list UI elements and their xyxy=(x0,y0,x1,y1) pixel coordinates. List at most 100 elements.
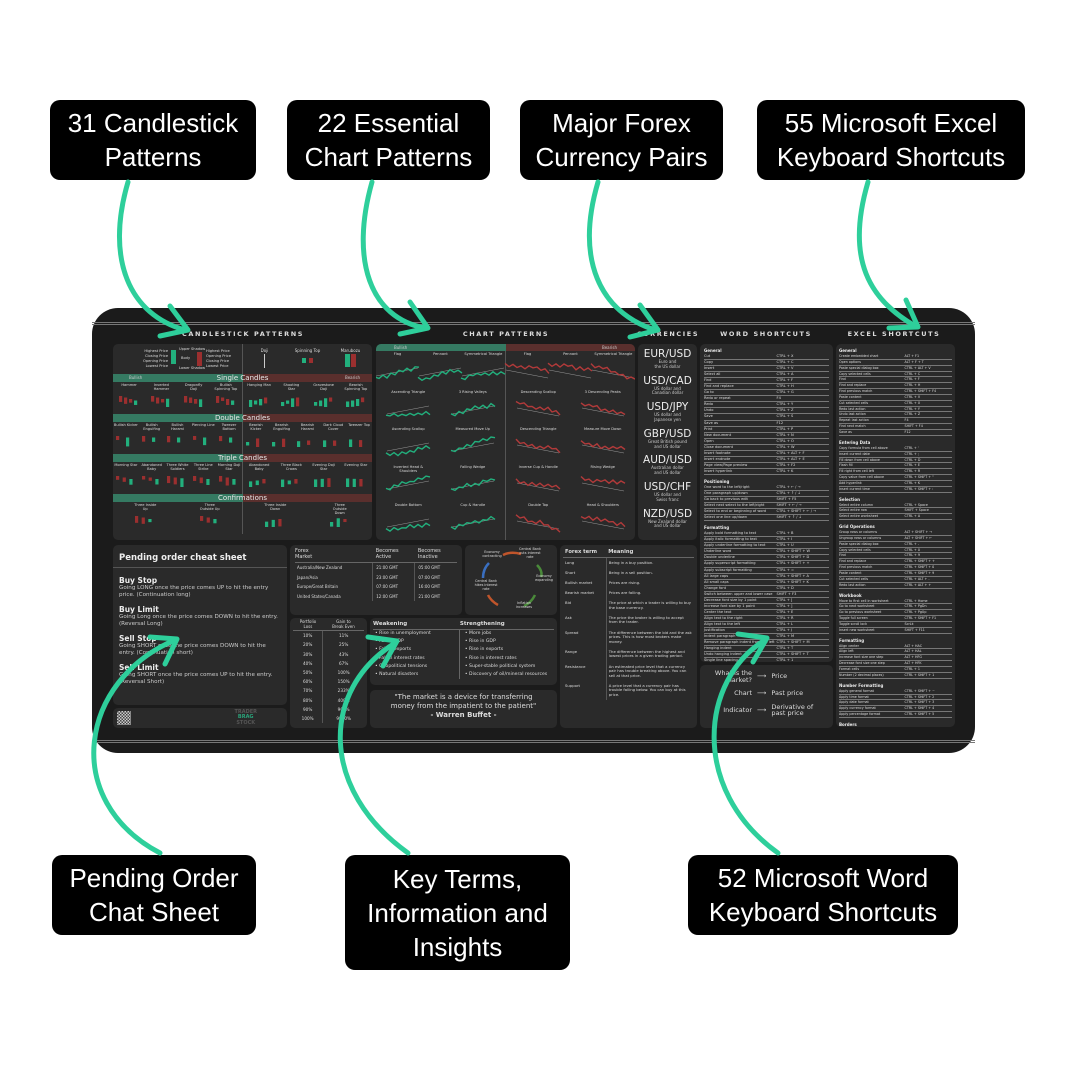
cycle-arrows xyxy=(481,551,543,608)
chart-pattern-name: Measure Move Down xyxy=(584,427,622,432)
shortcut-keys: CTRL + 1 xyxy=(776,658,794,662)
table-cell: 90% xyxy=(303,706,313,712)
table-cell: Long xyxy=(565,559,575,565)
shortcut-action: Apply superscript formatting xyxy=(704,561,756,566)
candle-pattern: Bullish Kicker xyxy=(114,422,138,454)
bear-candle xyxy=(174,477,178,485)
bear-candle xyxy=(343,519,347,523)
shortcut-keys: CTRL + SHIFT + 5 xyxy=(904,712,935,717)
shortcut-action: Center the text xyxy=(704,609,732,614)
shortcut-keys: CTRL + ↑ / ↓ xyxy=(776,490,801,495)
quote-text: "The market is a device for transferring… xyxy=(390,693,537,710)
candle-pattern-name: Three Outside Down xyxy=(332,503,347,515)
shortcut-action: Find xyxy=(839,553,846,558)
shortcut-keys: F12 xyxy=(904,429,911,434)
shortcut-keys: CTRL + T xyxy=(776,646,794,651)
chart-pattern-icon xyxy=(515,514,561,533)
doji-label: Doji xyxy=(260,348,269,353)
table-cell: Europe/Great Britain xyxy=(297,584,338,589)
candle-pattern: Abandoned Baby xyxy=(140,462,164,494)
bull-candle xyxy=(230,400,235,405)
spinning-top-label: Spinning Top xyxy=(294,348,321,353)
chart-pattern-name: Inverted Head & Shoulders xyxy=(393,465,424,474)
candle-pattern-name: Three Inside Up xyxy=(134,503,157,511)
table-cell: Range xyxy=(565,648,578,654)
shortcut-action: Increase font size by 1 point xyxy=(704,603,755,608)
section-title-word: WORD SHORTCUTS xyxy=(720,330,812,338)
chart-pattern-icon xyxy=(450,402,496,417)
anatomy-label: Closing Price xyxy=(145,354,169,358)
weak-item: • Geopolitical tensions xyxy=(375,663,428,669)
shortcut-keys: CTRL + ALT + F xyxy=(776,450,805,455)
candle-pattern-icon xyxy=(265,519,282,527)
table-cell: 10% xyxy=(303,633,313,639)
divider xyxy=(92,324,975,325)
currency-pair-code: EUR/USD xyxy=(643,348,692,360)
shortcut-keys: ALT + SHIFT + ← xyxy=(904,535,933,540)
candle-pattern-name: Piercing Line xyxy=(191,423,215,427)
shortcut-action: Underline word xyxy=(704,549,732,554)
bull-candle xyxy=(281,479,285,487)
shortcut-action: Insert current time xyxy=(839,486,870,491)
candle-pattern-name: Bullish Engulfing xyxy=(143,423,161,431)
column-header: Forex Market xyxy=(295,548,373,563)
shortcut-action: Copy formula from cell above xyxy=(839,445,888,450)
candle-pattern-name: Bullish Spinning Top xyxy=(214,383,238,391)
bull-candle xyxy=(350,400,355,407)
what-is-term: What is the market? xyxy=(714,669,752,684)
shortcut-keys: CTRL + N xyxy=(776,432,794,437)
bull-candle xyxy=(271,442,275,447)
section-title-chart: CHART PATTERNS xyxy=(462,330,550,338)
candle-pattern-name: Dark Cloud Cover xyxy=(323,423,344,431)
candle-pattern-name: Bearish Spinning Top xyxy=(344,383,368,391)
anatomy-label: Opening Price xyxy=(143,359,169,363)
candle-pattern-icon xyxy=(215,396,235,405)
bear-candle xyxy=(255,438,260,447)
shortcut-action: Paste content xyxy=(839,394,862,399)
candle-pattern: Shooting Star xyxy=(279,382,303,414)
bear-candle xyxy=(199,477,204,484)
shortcut-keys: CTRL + K xyxy=(904,480,921,485)
candle-pattern-name: Morning Star xyxy=(114,463,138,467)
shortcut-action: Select entire worksheet xyxy=(839,514,879,519)
candle-pattern-icon xyxy=(323,440,337,447)
shortcut-action: Apply date format xyxy=(839,700,869,705)
bull-candle xyxy=(352,478,356,487)
chart-pattern: Pennant xyxy=(548,352,593,388)
bear-candle xyxy=(220,397,225,401)
candle-pattern-name: Bullish Kicker xyxy=(113,423,138,427)
shortcut-action: Apply time format xyxy=(839,694,869,699)
shortcut-keys: ALT + HFK xyxy=(904,661,922,666)
candle-pattern-name: Inverted Hammer xyxy=(153,383,170,391)
chart-pattern-icon xyxy=(386,405,431,417)
shortcut-action: Select to end or beginning of word xyxy=(704,509,767,514)
bull-candle xyxy=(265,521,269,527)
chart-pattern-name: Head & Shoulders xyxy=(586,503,619,508)
candle-pattern-icon xyxy=(151,396,170,407)
strong-item: • Discovery of oil/mineral resources xyxy=(464,672,548,678)
bull-candle xyxy=(313,402,317,406)
chart-pattern-icon xyxy=(590,363,635,380)
shortcut-keys: CTRL + ' xyxy=(904,445,919,450)
bear-candle xyxy=(148,477,152,481)
